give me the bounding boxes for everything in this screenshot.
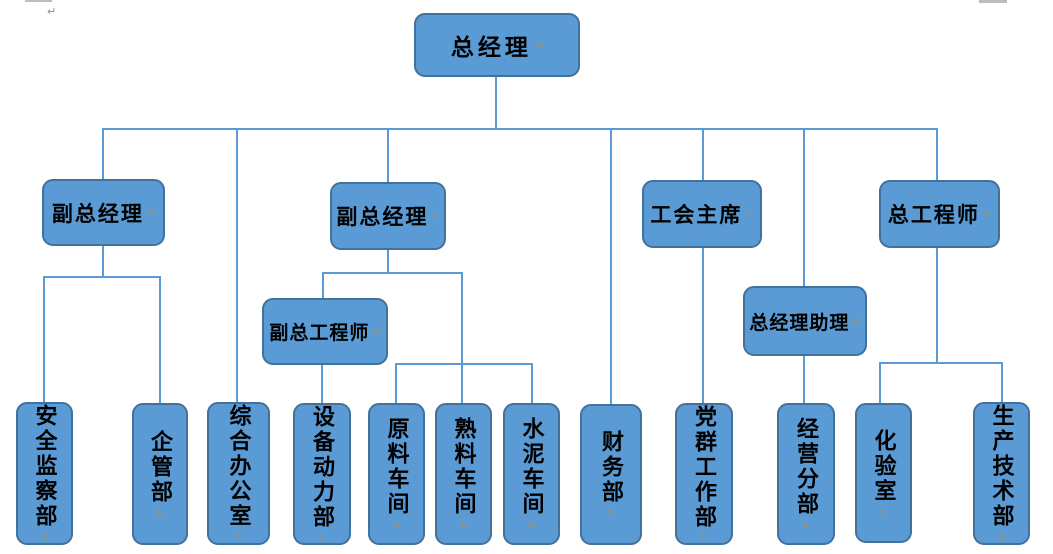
paragraph-mark-icon: ↵: [851, 315, 861, 328]
org-node-general-office[interactable]: 综合办公室 ↵: [207, 402, 270, 545]
paragraph-mark-icon: ↵: [315, 532, 328, 542]
paragraph-mark-icon: ↵: [38, 531, 50, 542]
connector-line: [395, 363, 397, 404]
connector-line: [495, 77, 497, 130]
connector-line: [43, 276, 161, 278]
paragraph-mark-icon: ↵: [604, 507, 617, 518]
org-node-gm-assistant[interactable]: 总经理助理 ↵: [743, 286, 867, 356]
org-node-label: 原料车间: [384, 417, 410, 517]
org-node-label: 财务部: [599, 430, 624, 505]
org-node-label: 熟料车间: [451, 417, 477, 517]
connector-line: [102, 246, 104, 278]
paragraph-mark-icon: ↵: [145, 207, 156, 219]
org-node-deputy-general-manager-2[interactable]: 副总经理 ↵: [330, 182, 446, 250]
paragraph-mark-icon: ↵: [877, 506, 889, 516]
org-node-label: 总经理助理: [749, 312, 850, 334]
connector-line: [43, 276, 45, 403]
connector-line: [387, 249, 389, 274]
paragraph-mark-icon: ↵: [525, 519, 537, 530]
connector-line: [387, 128, 389, 184]
org-node-cement-workshop[interactable]: 水泥车间 ↵: [503, 403, 560, 545]
paragraph-mark-icon: ↵: [232, 531, 244, 542]
connector-line: [322, 272, 463, 274]
org-node-union-chairman[interactable]: 工会主席 ↵: [642, 180, 762, 248]
connector-line: [236, 128, 238, 405]
connector-line: [702, 247, 704, 404]
org-node-operations-branch[interactable]: 经营分部 ↵: [777, 403, 835, 545]
org-node-label: 总经理: [450, 35, 532, 60]
connector-line: [803, 355, 805, 404]
connector-line: [102, 128, 104, 181]
connector-line: [395, 363, 533, 365]
org-node-raw-material-workshop[interactable]: 原料车间 ↵: [368, 403, 425, 545]
paragraph-mark-icon: ↵: [744, 208, 754, 221]
paragraph-mark-icon: ↵: [457, 519, 469, 530]
org-node-deputy-chief-engineer[interactable]: 副总工程师 ↵: [262, 298, 388, 365]
connector-line: [321, 363, 323, 404]
org-node-label: 设备动力部: [310, 404, 335, 530]
connector-line: [610, 128, 612, 405]
paragraph-mark-icon: ↵: [47, 5, 57, 18]
connector-line: [531, 363, 533, 404]
org-node-label: 综合办公室: [226, 404, 252, 529]
org-node-label: 总工程师: [887, 203, 980, 227]
org-node-label: 副总工程师: [269, 323, 370, 344]
org-node-production-tech-dept[interactable]: 生产技术部 ↵: [973, 402, 1030, 545]
org-node-label: 副总经理: [336, 205, 429, 229]
paragraph-mark-icon: ↵: [153, 507, 166, 517]
org-node-general-manager[interactable]: 总经理 ↵: [414, 13, 580, 77]
connector-line: [936, 247, 938, 364]
paragraph-mark-icon: ↵: [799, 519, 812, 530]
connector-line: [1001, 362, 1003, 404]
connector-line: [461, 272, 463, 365]
connector-line: [879, 362, 881, 404]
org-node-label: 企管部: [148, 429, 173, 505]
connector-line: [936, 128, 938, 182]
paragraph-mark-icon: ↵: [430, 210, 440, 223]
org-node-label: 经营分部: [794, 417, 819, 517]
paragraph-mark-icon: ↵: [697, 532, 710, 542]
org-node-party-mass-work-dept[interactable]: 党群工作部 ↵: [675, 403, 733, 545]
org-node-enterprise-mgmt-dept[interactable]: 企管部 ↵: [132, 403, 188, 545]
connector-line: [803, 128, 805, 287]
connector-line: [322, 272, 324, 299]
org-node-deputy-general-manager-1[interactable]: 副总经理 ↵: [42, 179, 165, 246]
connector-line: [461, 363, 463, 404]
paragraph-mark-icon: ↵: [533, 39, 544, 52]
org-node-label: 工会主席: [650, 203, 743, 227]
org-node-label: 生产技术部: [989, 404, 1015, 529]
connector-line: [879, 362, 1003, 364]
org-node-safety-supervision-dept[interactable]: 安全监察部 ↵: [16, 402, 73, 545]
page-edge-mark: [979, 0, 1007, 3]
org-node-label: 党群工作部: [692, 404, 717, 530]
org-node-label: 水泥车间: [519, 417, 545, 517]
connector-line: [702, 128, 704, 182]
connector-line: [159, 276, 161, 403]
org-node-laboratory[interactable]: 化验室 ↵: [855, 403, 912, 543]
paragraph-mark-icon: ↵: [390, 519, 402, 530]
org-node-label: 化验室: [871, 428, 897, 504]
org-node-chief-engineer[interactable]: 总工程师 ↵: [879, 180, 1000, 248]
connector-line: [102, 128, 938, 130]
org-node-clinker-workshop[interactable]: 熟料车间 ↵: [435, 403, 492, 545]
paragraph-mark-icon: ↵: [981, 208, 992, 221]
page-edge-mark: [25, 0, 52, 2]
org-node-equipment-power-dept[interactable]: 设备动力部 ↵: [293, 403, 351, 545]
org-node-finance-dept[interactable]: 财务部 ↵: [580, 404, 642, 545]
org-node-label: 副总经理: [51, 201, 144, 226]
paragraph-mark-icon: ↵: [371, 326, 381, 338]
org-node-label: 安全监察部: [32, 404, 58, 529]
paragraph-mark-icon: ↵: [995, 531, 1007, 542]
